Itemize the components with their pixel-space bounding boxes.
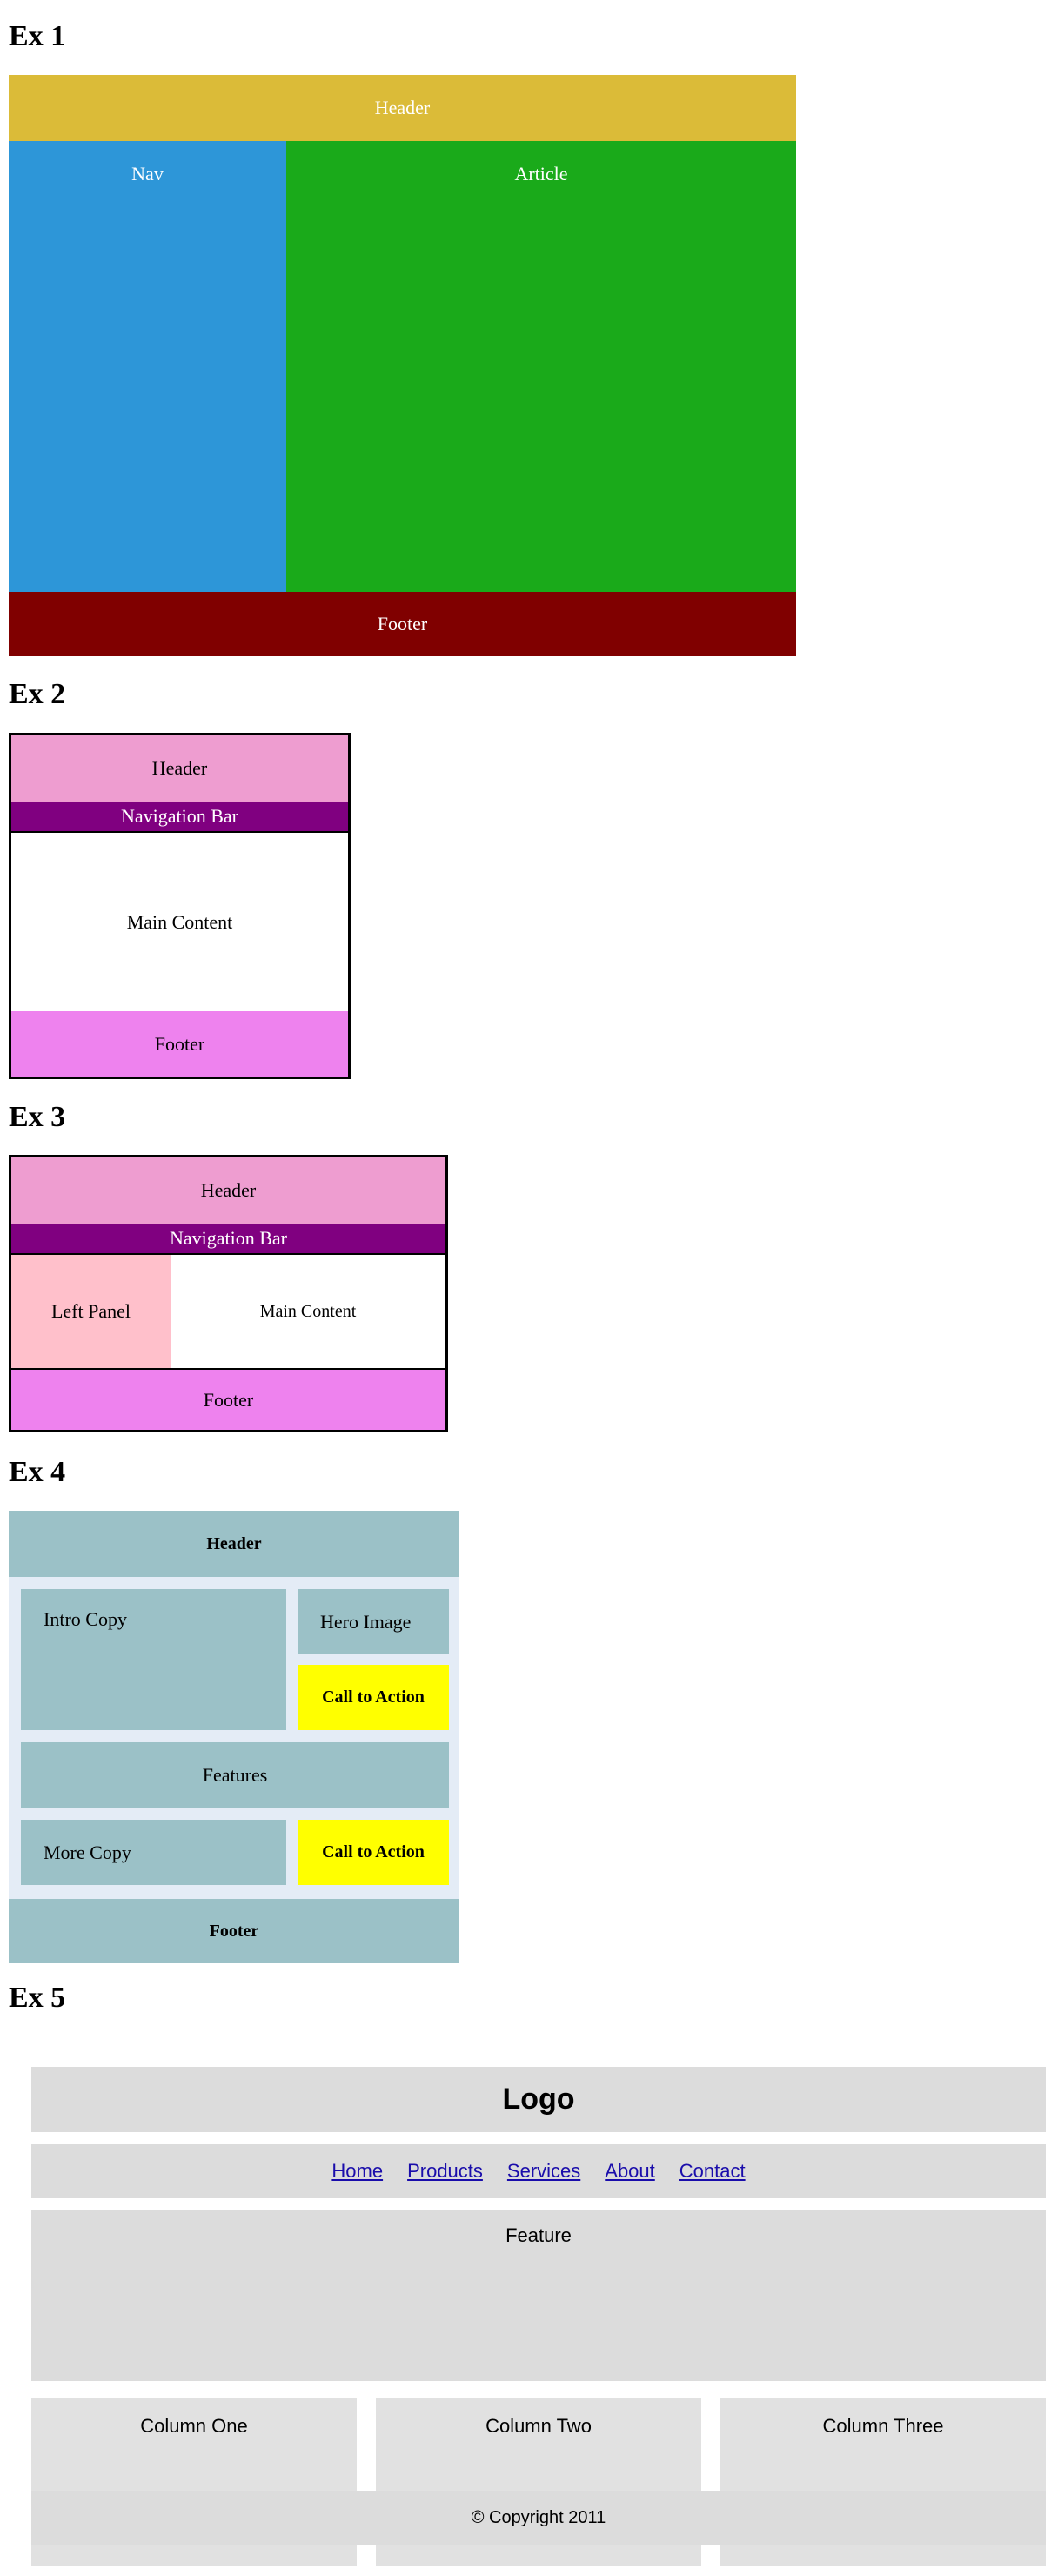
nav-link-home[interactable]: Home [331, 2160, 384, 2182]
ex5-title: Ex 5 [9, 1982, 66, 2014]
ex3-title: Ex 3 [9, 1101, 66, 1133]
nav-link-products[interactable]: Products [407, 2160, 483, 2182]
ex2-frame [9, 733, 351, 1079]
ex5-feature: Feature [31, 2210, 1046, 2381]
ex5-nav-bar: Home Products Services About Contact [31, 2144, 1046, 2198]
ex1-footer: Footer [9, 592, 796, 656]
ex1-nav: Nav [9, 141, 286, 592]
nav-link-about[interactable]: About [605, 2160, 655, 2182]
ex4-intro-copy: Intro Copy [21, 1589, 286, 1730]
ex4-title: Ex 4 [9, 1456, 66, 1488]
ex3-main-content: Main Content [171, 1255, 445, 1368]
ex4-features: Features [21, 1742, 449, 1808]
ex1-header: Header [9, 75, 796, 141]
nav-link-contact[interactable]: Contact [679, 2160, 746, 2182]
ex4-footer: Footer [9, 1899, 459, 1963]
ex5-footer-copyright: © Copyright 2011 [31, 2491, 1046, 2545]
ex3-footer: Footer [11, 1368, 445, 1430]
ex2-title: Ex 2 [9, 678, 66, 710]
ex4-more-copy: More Copy [21, 1820, 286, 1885]
ex3-left-panel: Left Panel [11, 1255, 171, 1368]
ex2-header: Header [11, 735, 348, 802]
ex4-hero-image: Hero Image [298, 1589, 449, 1654]
ex3-header: Header [11, 1157, 445, 1224]
ex4-header: Header [9, 1511, 459, 1577]
ex3-navigation-bar: Navigation Bar [11, 1224, 445, 1255]
ex2-footer: Footer [11, 1011, 348, 1077]
ex5-logo: Logo [31, 2067, 1046, 2132]
ex4-call-to-action-button-2[interactable]: Call to Action [298, 1820, 449, 1885]
ex4-call-to-action-button[interactable]: Call to Action [298, 1665, 449, 1730]
ex2-main-content: Main Content [11, 833, 348, 1011]
ex3-frame [9, 1155, 448, 1432]
ex1-title: Ex 1 [9, 20, 66, 52]
ex2-navigation-bar: Navigation Bar [11, 802, 348, 833]
ex1-article: Article [286, 141, 796, 592]
nav-link-services[interactable]: Services [506, 2160, 581, 2182]
